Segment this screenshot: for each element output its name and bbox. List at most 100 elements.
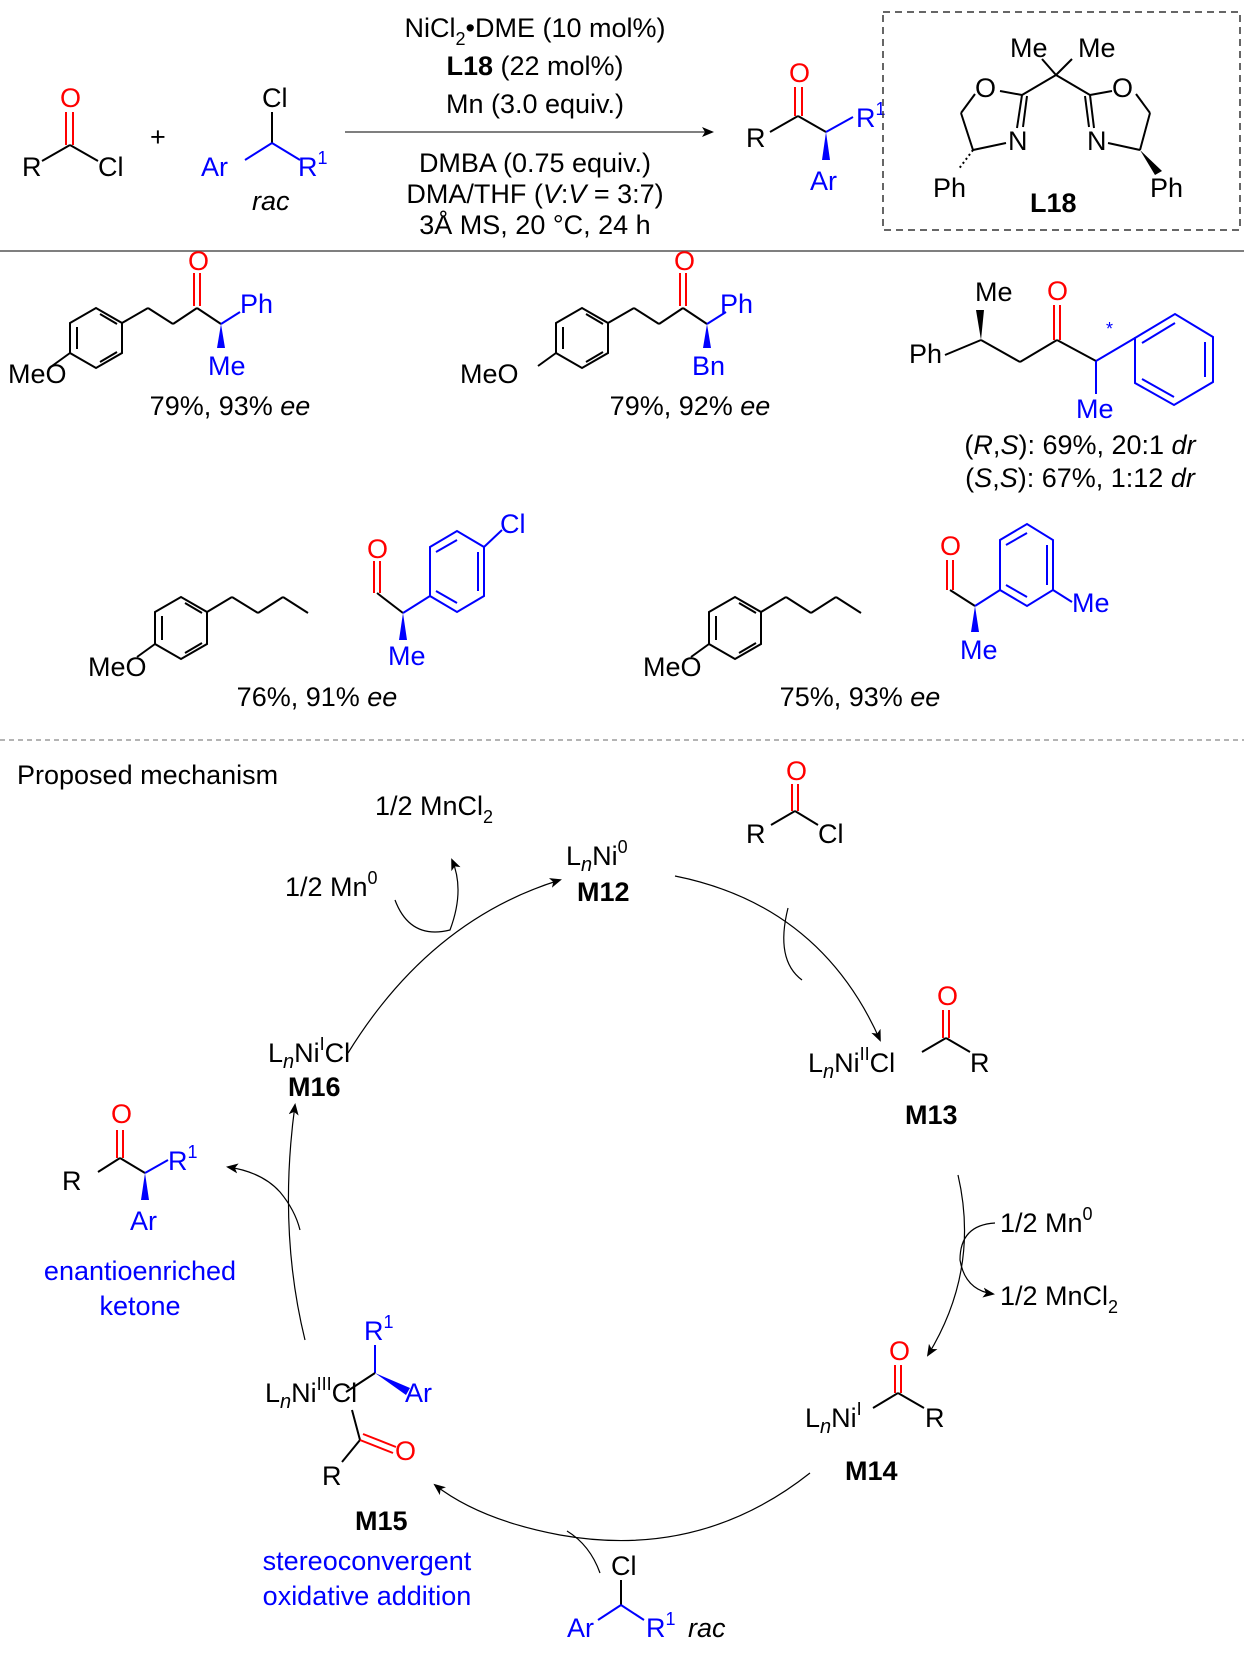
m12-formula: LnNi0 [566, 837, 628, 876]
atom-o: O [60, 83, 81, 113]
arrow-m12-to-m13 [674, 875, 881, 1042]
mn0-top: 1/2 Mn0 [285, 868, 378, 902]
reaction-conditions: NiCl2•DME (10 mol%) L18 (22 mol%) Mn (3.… [345, 13, 714, 240]
yield-ee: 75%, 93% ee [780, 682, 941, 712]
condition-ligand: L18 (22 mol%) [446, 51, 623, 81]
atom-o: O [786, 756, 807, 786]
mncl2-right: 1/2 MnCl2 [1000, 1281, 1118, 1317]
atom-r: R [925, 1403, 945, 1433]
example-product-5: O Me Me MeO 75%, 93% ee [643, 522, 1110, 712]
atom-ar: Ar [405, 1378, 432, 1408]
ligand-o-right: O [1112, 73, 1133, 103]
substituent-me: Me [208, 351, 246, 381]
ligand-o-left: O [975, 73, 996, 103]
condition-additive: DMBA (0.75 equiv.) [419, 148, 651, 178]
rac-label: rac [688, 1613, 726, 1643]
condition-temp-time: 3Å MS, 20 °C, 24 h [419, 209, 650, 240]
m16-label: M16 [288, 1072, 341, 1102]
m12-label: M12 [577, 877, 630, 907]
reactant-alkyl-chloride: Cl Ar R1 rac [201, 83, 328, 216]
reactant-acyl-chloride: O R Cl [22, 83, 124, 182]
arrow-m14-to-m15 [433, 1472, 811, 1542]
atom-o: O [889, 1336, 910, 1366]
arrow-alkyl-chloride-in [566, 1530, 601, 1574]
atom-ar: Ar [201, 152, 228, 182]
example-product-4: O Cl Me MeO 76%, 91% ee [88, 509, 526, 712]
mncl2-top: 1/2 MnCl2 [375, 791, 493, 827]
example-product-1: O MeO Ph Me 79%, 93% ee [8, 246, 310, 421]
m15-formula: LnNiIIICl [265, 1374, 357, 1413]
atom-r: R [746, 123, 766, 153]
atom-r1: R1 [168, 1142, 198, 1176]
dr-result-rs: (R,S): 69%, 20:1 dr [964, 430, 1196, 460]
atom-cl: Cl [262, 83, 288, 113]
condition-reductant: Mn (3.0 equiv.) [446, 89, 624, 119]
plus-sign: + [150, 122, 166, 152]
arrow-acyl-chloride-in [783, 907, 803, 981]
atom-ar: Ar [810, 166, 837, 196]
atom-r: R [970, 1048, 990, 1078]
arrow-m13-to-m14 [926, 1174, 966, 1357]
atom-ar: Ar [130, 1206, 157, 1236]
intermediate-M12: LnNi0 M12 [566, 837, 630, 907]
atom-cl: Cl [611, 1551, 637, 1581]
condition-catalyst: NiCl2•DME (10 mol%) [405, 13, 666, 49]
substituent-ph: Ph [240, 289, 273, 319]
atom-o: O [188, 246, 209, 276]
mechanism-title: Proposed mechanism [17, 760, 278, 790]
m14-label: M14 [845, 1456, 898, 1486]
m16-formula: LnNiICl [268, 1034, 350, 1073]
atom-r: R [746, 819, 766, 849]
atom-o: O [937, 981, 958, 1011]
reagent-acyl-chloride: O R Cl [746, 756, 844, 849]
ligand-ph-right: Ph [1150, 173, 1183, 203]
condition-solvent: DMA/THF (V:V = 3:7) [406, 179, 663, 209]
atom-o: O [674, 246, 695, 276]
substituent-ph: Ph [909, 339, 942, 369]
m15-note-line1: stereoconvergent [263, 1546, 472, 1576]
atom-r: R [22, 152, 42, 182]
dr-result-ss: (S,S): 67%, 1:12 dr [965, 463, 1196, 493]
arrow-m16-to-m12 [347, 878, 562, 1054]
m15-note-line2: oxidative addition [263, 1581, 472, 1611]
arrow-mn-reduction-right [959, 1222, 996, 1298]
product-ketone: O R R1 Ar [746, 58, 886, 196]
ligand-ph-left: Ph [933, 173, 966, 203]
atom-o: O [111, 1099, 132, 1129]
atom-o: O [940, 531, 961, 561]
atom-r: R [322, 1461, 342, 1491]
m13-formula: LnNiIICl [808, 1044, 895, 1083]
meo-group: MeO [643, 652, 702, 682]
mechanism-product-ketone: O R R1 Ar enantioenriched ketone [44, 1099, 236, 1321]
atom-r1: R1 [856, 99, 886, 133]
atom-r1: R1 [646, 1609, 676, 1643]
example-product-2: O MeO Ph Bn 79%, 92% ee [460, 246, 770, 421]
atom-o: O [1047, 276, 1068, 306]
arrow-m15-to-m16 [287, 1103, 306, 1341]
example-product-3: Me Ph O * Me (R,S): 69%, 20:1 dr (S,S): … [909, 276, 1214, 493]
ligand-me-left: Me [1010, 33, 1048, 63]
atom-r1: R1 [364, 1312, 394, 1346]
atom-r1: R1 [298, 148, 328, 182]
reagent-alkyl-chloride: Cl Ar R1 rac [567, 1551, 726, 1643]
meo-group: MeO [88, 652, 147, 682]
substituent-me-bottom: Me [1076, 394, 1114, 424]
atom-o: O [367, 534, 388, 564]
arrow-product-release [226, 1163, 301, 1231]
stereo-star: * [1106, 319, 1113, 339]
intermediate-M14: O LnNiI R M14 [805, 1336, 945, 1486]
m13-label: M13 [905, 1100, 958, 1130]
substituent-me-top: Me [975, 277, 1013, 307]
atom-o: O [789, 58, 810, 88]
substituent-ph: Ph [720, 289, 753, 319]
rac-label: rac [252, 186, 290, 216]
meo-group: MeO [8, 359, 67, 389]
m14-formula: LnNiI [805, 1399, 862, 1438]
intermediate-M15: R1 Ar LnNiIIICl O R M15 stereoconvergent… [263, 1312, 472, 1611]
intermediate-M16: LnNiICl M16 [268, 1034, 350, 1102]
arrow-mn-reduction-top [394, 858, 461, 933]
ligand-me-right: Me [1078, 33, 1116, 63]
m15-label: M15 [355, 1506, 408, 1536]
intermediate-M13: O LnNiIICl R M13 [808, 981, 990, 1130]
